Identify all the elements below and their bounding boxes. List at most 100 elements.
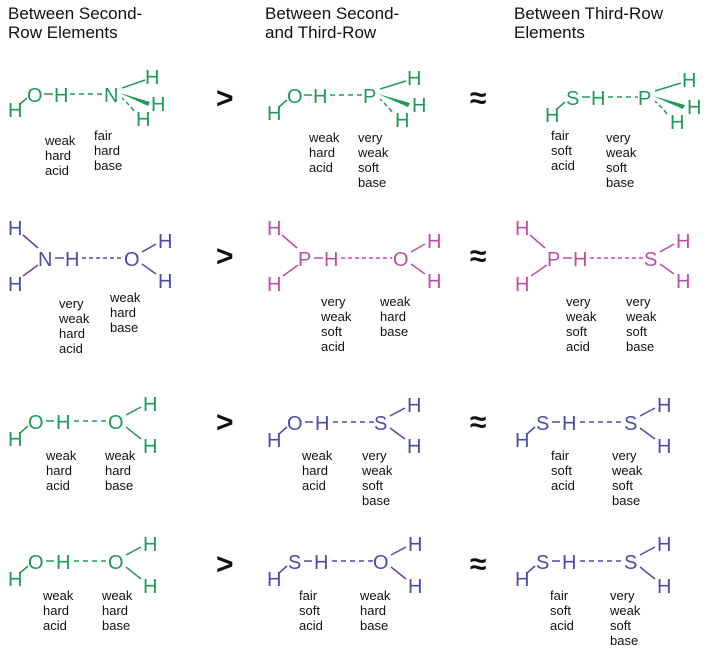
approx-symbol: ≈ <box>470 406 487 439</box>
hbond-water-ammonia: H O H N H H H weak hard acid fair hard b… <box>0 60 215 200</box>
label-word: weak <box>110 290 141 305</box>
svg-text:H: H <box>515 569 529 591</box>
label-word: very <box>612 448 637 463</box>
approx-symbol: ≈ <box>470 82 487 115</box>
svg-text:H: H <box>324 249 338 271</box>
label-word: fair <box>551 448 570 463</box>
label-word: very <box>610 588 635 603</box>
svg-text:H: H <box>682 70 696 92</box>
label-word: very <box>59 296 84 311</box>
hbond-phosphine-water: H P H H O H H very weak soft acid weak h… <box>240 210 460 360</box>
acid-label: very weak hard acid <box>59 296 89 356</box>
label-word: hard <box>105 463 132 478</box>
svg-text:H: H <box>657 395 671 417</box>
svg-text:H: H <box>562 413 576 435</box>
hbond-ammonia-water: H N H H O H H very weak hard acid weak h… <box>0 210 215 360</box>
svg-text:P: P <box>298 249 311 271</box>
svg-text:O: O <box>373 552 389 574</box>
svg-text:H: H <box>65 249 79 271</box>
label-word: acid <box>566 339 590 354</box>
header-line: Between Third-Row <box>514 4 663 23</box>
base-label: very weak soft base <box>606 130 636 190</box>
column-header-second-row: Between Second- Row Elements <box>8 4 142 42</box>
base-label: fair hard base <box>94 128 122 173</box>
label-word: weak <box>610 603 641 618</box>
svg-text:H: H <box>143 534 157 556</box>
svg-text:H: H <box>687 97 701 119</box>
svg-text:H: H <box>145 67 159 89</box>
svg-text:H: H <box>427 231 441 253</box>
label-word: base <box>362 493 391 508</box>
svg-text:H: H <box>158 231 172 253</box>
svg-text:H: H <box>408 534 422 556</box>
svg-text:H: H <box>143 394 157 416</box>
label-word: soft <box>362 478 383 493</box>
svg-text:H: H <box>313 86 327 108</box>
acid-label: very weak soft acid <box>566 294 596 354</box>
svg-text:S: S <box>624 552 637 574</box>
hbond-water-water-2: H O H O H H weak hard acid weak hard bas… <box>0 525 215 645</box>
svg-text:O: O <box>287 86 303 108</box>
svg-text:H: H <box>657 436 671 458</box>
label-word: soft <box>551 463 572 478</box>
svg-text:S: S <box>624 413 637 435</box>
label-word: very <box>321 294 346 309</box>
hbond-hydrogen-sulfide-hydrogen-sulfide: H S H S H H fair soft acid very weak sof… <box>510 385 706 515</box>
svg-text:H: H <box>676 271 690 293</box>
svg-text:N: N <box>38 249 52 271</box>
label-word: weak <box>612 463 643 478</box>
acid-label: weak hard acid <box>302 448 332 493</box>
label-word: weak <box>358 145 389 160</box>
label-word: base <box>102 618 131 633</box>
greater-than-symbol: > <box>216 82 234 115</box>
label-word: weak <box>626 309 657 324</box>
svg-text:H: H <box>427 271 441 293</box>
svg-text:H: H <box>8 274 22 296</box>
svg-text:S: S <box>566 88 579 110</box>
svg-text:P: P <box>363 86 376 108</box>
svg-text:H: H <box>676 231 690 253</box>
header-line: Between Second- <box>265 4 400 23</box>
label-word: base <box>610 633 639 648</box>
greater-than-symbol: > <box>216 240 234 273</box>
svg-text:H: H <box>267 103 281 125</box>
label-word: weak <box>43 588 74 603</box>
label-word: very <box>606 130 631 145</box>
molecule-structure: H S H S H H <box>515 534 671 598</box>
header-line: Row Elements <box>8 23 118 42</box>
label-word: soft <box>612 478 633 493</box>
approx-symbol: ≈ <box>470 240 487 273</box>
label-word: hard <box>380 309 407 324</box>
svg-text:H: H <box>515 430 529 452</box>
label-word: hard <box>45 148 72 163</box>
base-label: weak hard base <box>102 588 132 633</box>
label-word: weak <box>309 130 340 145</box>
label-word: weak <box>566 309 597 324</box>
svg-text:H: H <box>267 274 281 296</box>
svg-text:H: H <box>267 569 281 591</box>
label-word: hard <box>59 326 86 341</box>
label-word: base <box>94 158 123 173</box>
svg-text:O: O <box>28 552 44 574</box>
svg-text:H: H <box>267 218 281 240</box>
svg-text:N: N <box>104 85 118 107</box>
label-word: acid <box>309 160 333 175</box>
label-word: base <box>612 493 641 508</box>
label-word: acid <box>59 341 83 356</box>
header-line: Elements <box>514 23 585 42</box>
svg-text:H: H <box>8 100 22 122</box>
label-word: fair <box>550 588 569 603</box>
svg-text:H: H <box>56 552 70 574</box>
svg-text:H: H <box>8 429 22 451</box>
molecule-structure: H N H H O H H <box>8 218 172 296</box>
acid-label: fair soft acid <box>299 588 323 633</box>
label-word: base <box>110 320 139 335</box>
base-label: very weak soft base <box>610 588 640 648</box>
label-word: base <box>105 478 134 493</box>
svg-text:H: H <box>657 576 671 598</box>
label-word: weak <box>45 133 76 148</box>
svg-text:S: S <box>536 413 549 435</box>
acid-label: weak hard acid <box>309 130 339 175</box>
svg-text:S: S <box>288 552 301 574</box>
label-word: hard <box>94 143 121 158</box>
